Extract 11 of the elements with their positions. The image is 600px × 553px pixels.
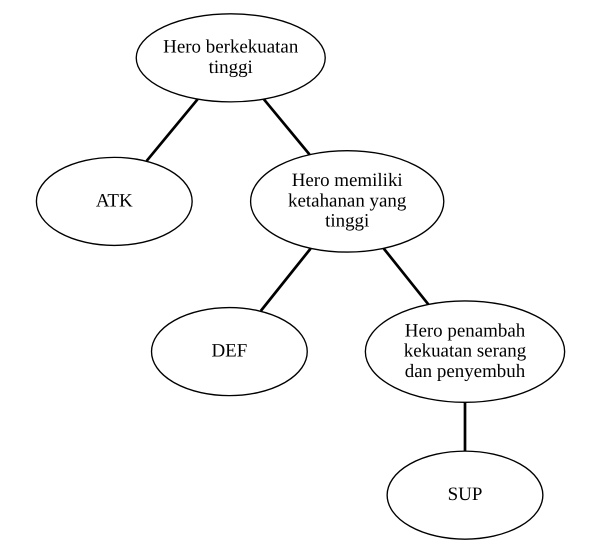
connector (382, 248, 429, 306)
node-ellipse: DEF (150, 306, 308, 396)
connector (463, 402, 466, 452)
connector (145, 98, 198, 162)
connector (262, 98, 310, 156)
connector (259, 248, 312, 312)
node-ellipse: Hero berkekuatan tinggi (135, 13, 326, 103)
node-ellipse: Hero memiliki ketahanan yang tinggi (249, 150, 444, 253)
node-ellipse: ATK (35, 156, 192, 246)
node-ellipse: Hero penambah kekuatan serang dan penyembuh (364, 300, 565, 404)
node-ellipse: SUP (386, 450, 544, 540)
